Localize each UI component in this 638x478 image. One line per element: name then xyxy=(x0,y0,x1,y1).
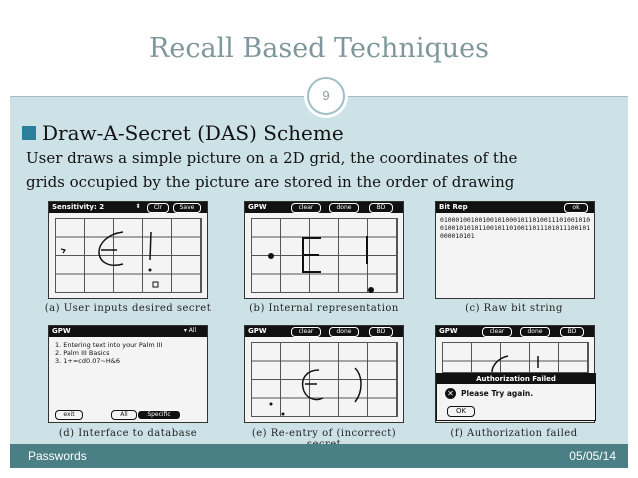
panel-e-clear-button: clear xyxy=(291,327,321,337)
bullet-square-icon xyxy=(22,126,36,140)
panel-a-label: Sensitivity: 2 xyxy=(52,203,105,211)
body-line-2: grids occupied by the picture are stored… xyxy=(26,173,515,191)
panel-c-titlebar: Bit Rep ok xyxy=(436,202,594,213)
db-entry-2: 2. Palm III Basics xyxy=(55,349,110,357)
panel-b-titlebar: GPW clear done BD xyxy=(245,202,403,213)
panel-f-done-button: done xyxy=(520,327,550,337)
panel-d-titlebar: GPW ▾ All xyxy=(49,326,207,337)
auth-dialog-message: Please Try again. xyxy=(461,389,534,398)
panel-e-grid xyxy=(251,342,398,417)
bullet-heading: Draw-A-Secret (DAS) Scheme xyxy=(22,121,344,145)
body-line-1: User draws a simple picture on a 2D grid… xyxy=(26,149,518,167)
panel-f-titlebar: GPW clear done BD xyxy=(436,326,594,337)
panel-a-clear-button: Clr xyxy=(147,203,169,213)
db-entry-1: 1. Entering text into your Palm III xyxy=(55,341,163,349)
panel-d-all-button: All xyxy=(111,410,137,420)
caption-d: (d) Interface to database xyxy=(58,428,198,439)
panel-a-grid xyxy=(55,218,202,293)
panel-d-dropdown-value: All xyxy=(188,327,197,334)
panel-b-done-button: done xyxy=(329,203,359,213)
caption-b: (b) Internal representation xyxy=(249,303,399,314)
panel-e-label: GPW xyxy=(248,327,267,335)
panel-f-drawing xyxy=(491,355,539,373)
panel-user-input: Sensitivity: 2 ⬍ Clr Save xyxy=(48,201,208,299)
panel-d-specific-button: Specific xyxy=(137,410,181,420)
slide-footer: Passwords 05/05/14 xyxy=(10,444,628,468)
auth-ok-button: OK xyxy=(447,406,475,417)
panel-reentry: GPW clear done BD xyxy=(244,325,404,423)
footer-topic: Passwords xyxy=(28,449,87,463)
panel-b-clear-button: clear xyxy=(291,203,321,213)
panel-d-label: GPW xyxy=(52,327,71,335)
panel-a-save-button: Save xyxy=(173,203,201,213)
panel-c-ok-button: ok xyxy=(564,203,588,213)
panel-f-bd-button: BD xyxy=(560,327,584,337)
slide-frame: Recall Based Techniques 9 Draw-A-Secret … xyxy=(10,8,628,468)
panel-f-clear-button: clear xyxy=(482,327,512,337)
error-x-icon: ✕ xyxy=(445,388,456,399)
panel-authorization-failed: GPW clear done BD Authorization Failed ✕… xyxy=(435,325,596,423)
caption-f: (f) Authorization failed xyxy=(450,428,578,439)
caption-c: (c) Raw bit string xyxy=(465,303,563,314)
auth-dialog-title: Authorization Failed xyxy=(437,374,595,384)
panel-raw-bit-string: Bit Rep ok 01000100100100101000101101001… xyxy=(435,201,595,299)
panel-b-grid xyxy=(251,218,398,293)
panel-e-titlebar: GPW clear done BD xyxy=(245,326,403,337)
panel-e-bd-button: BD xyxy=(369,327,393,337)
panel-internal-representation: GPW clear done BD xyxy=(244,201,404,299)
auth-failed-dialog: Authorization Failed ✕ Please Try again.… xyxy=(436,373,596,421)
slide-title: Recall Based Techniques xyxy=(149,33,489,64)
panel-f-grid xyxy=(442,342,589,373)
panel-d-exit-button: exit xyxy=(55,410,83,420)
panel-d-category-dropdown: ▾ All xyxy=(179,327,201,335)
panel-b-bd-button: BD xyxy=(369,203,393,213)
panel-a-drawing xyxy=(60,231,159,288)
panel-b-drawing xyxy=(268,236,374,293)
slide-number: 9 xyxy=(307,77,345,115)
caption-a: (a) User inputs desired secret xyxy=(44,303,212,314)
panel-f-label: GPW xyxy=(439,327,458,335)
panel-e-drawing xyxy=(269,367,362,416)
footer-date: 05/05/14 xyxy=(569,449,616,463)
panel-a-titlebar: Sensitivity: 2 ⬍ Clr Save xyxy=(49,202,207,213)
panel-e-done-button: done xyxy=(329,327,359,337)
panel-c-label: Bit Rep xyxy=(439,203,468,211)
sensitivity-arrows-icon: ⬍ xyxy=(135,203,141,211)
db-entry-3: 3. 1+=cd0.07~H&6 xyxy=(55,357,121,365)
panel-b-label: GPW xyxy=(248,203,267,211)
panel-database-interface: GPW ▾ All 1. Entering text into your Pal… xyxy=(48,325,208,423)
bullet-heading-text: Draw-A-Secret (DAS) Scheme xyxy=(42,121,344,145)
raw-bit-string: 0100010010010010100010110100111010010100… xyxy=(440,216,591,240)
